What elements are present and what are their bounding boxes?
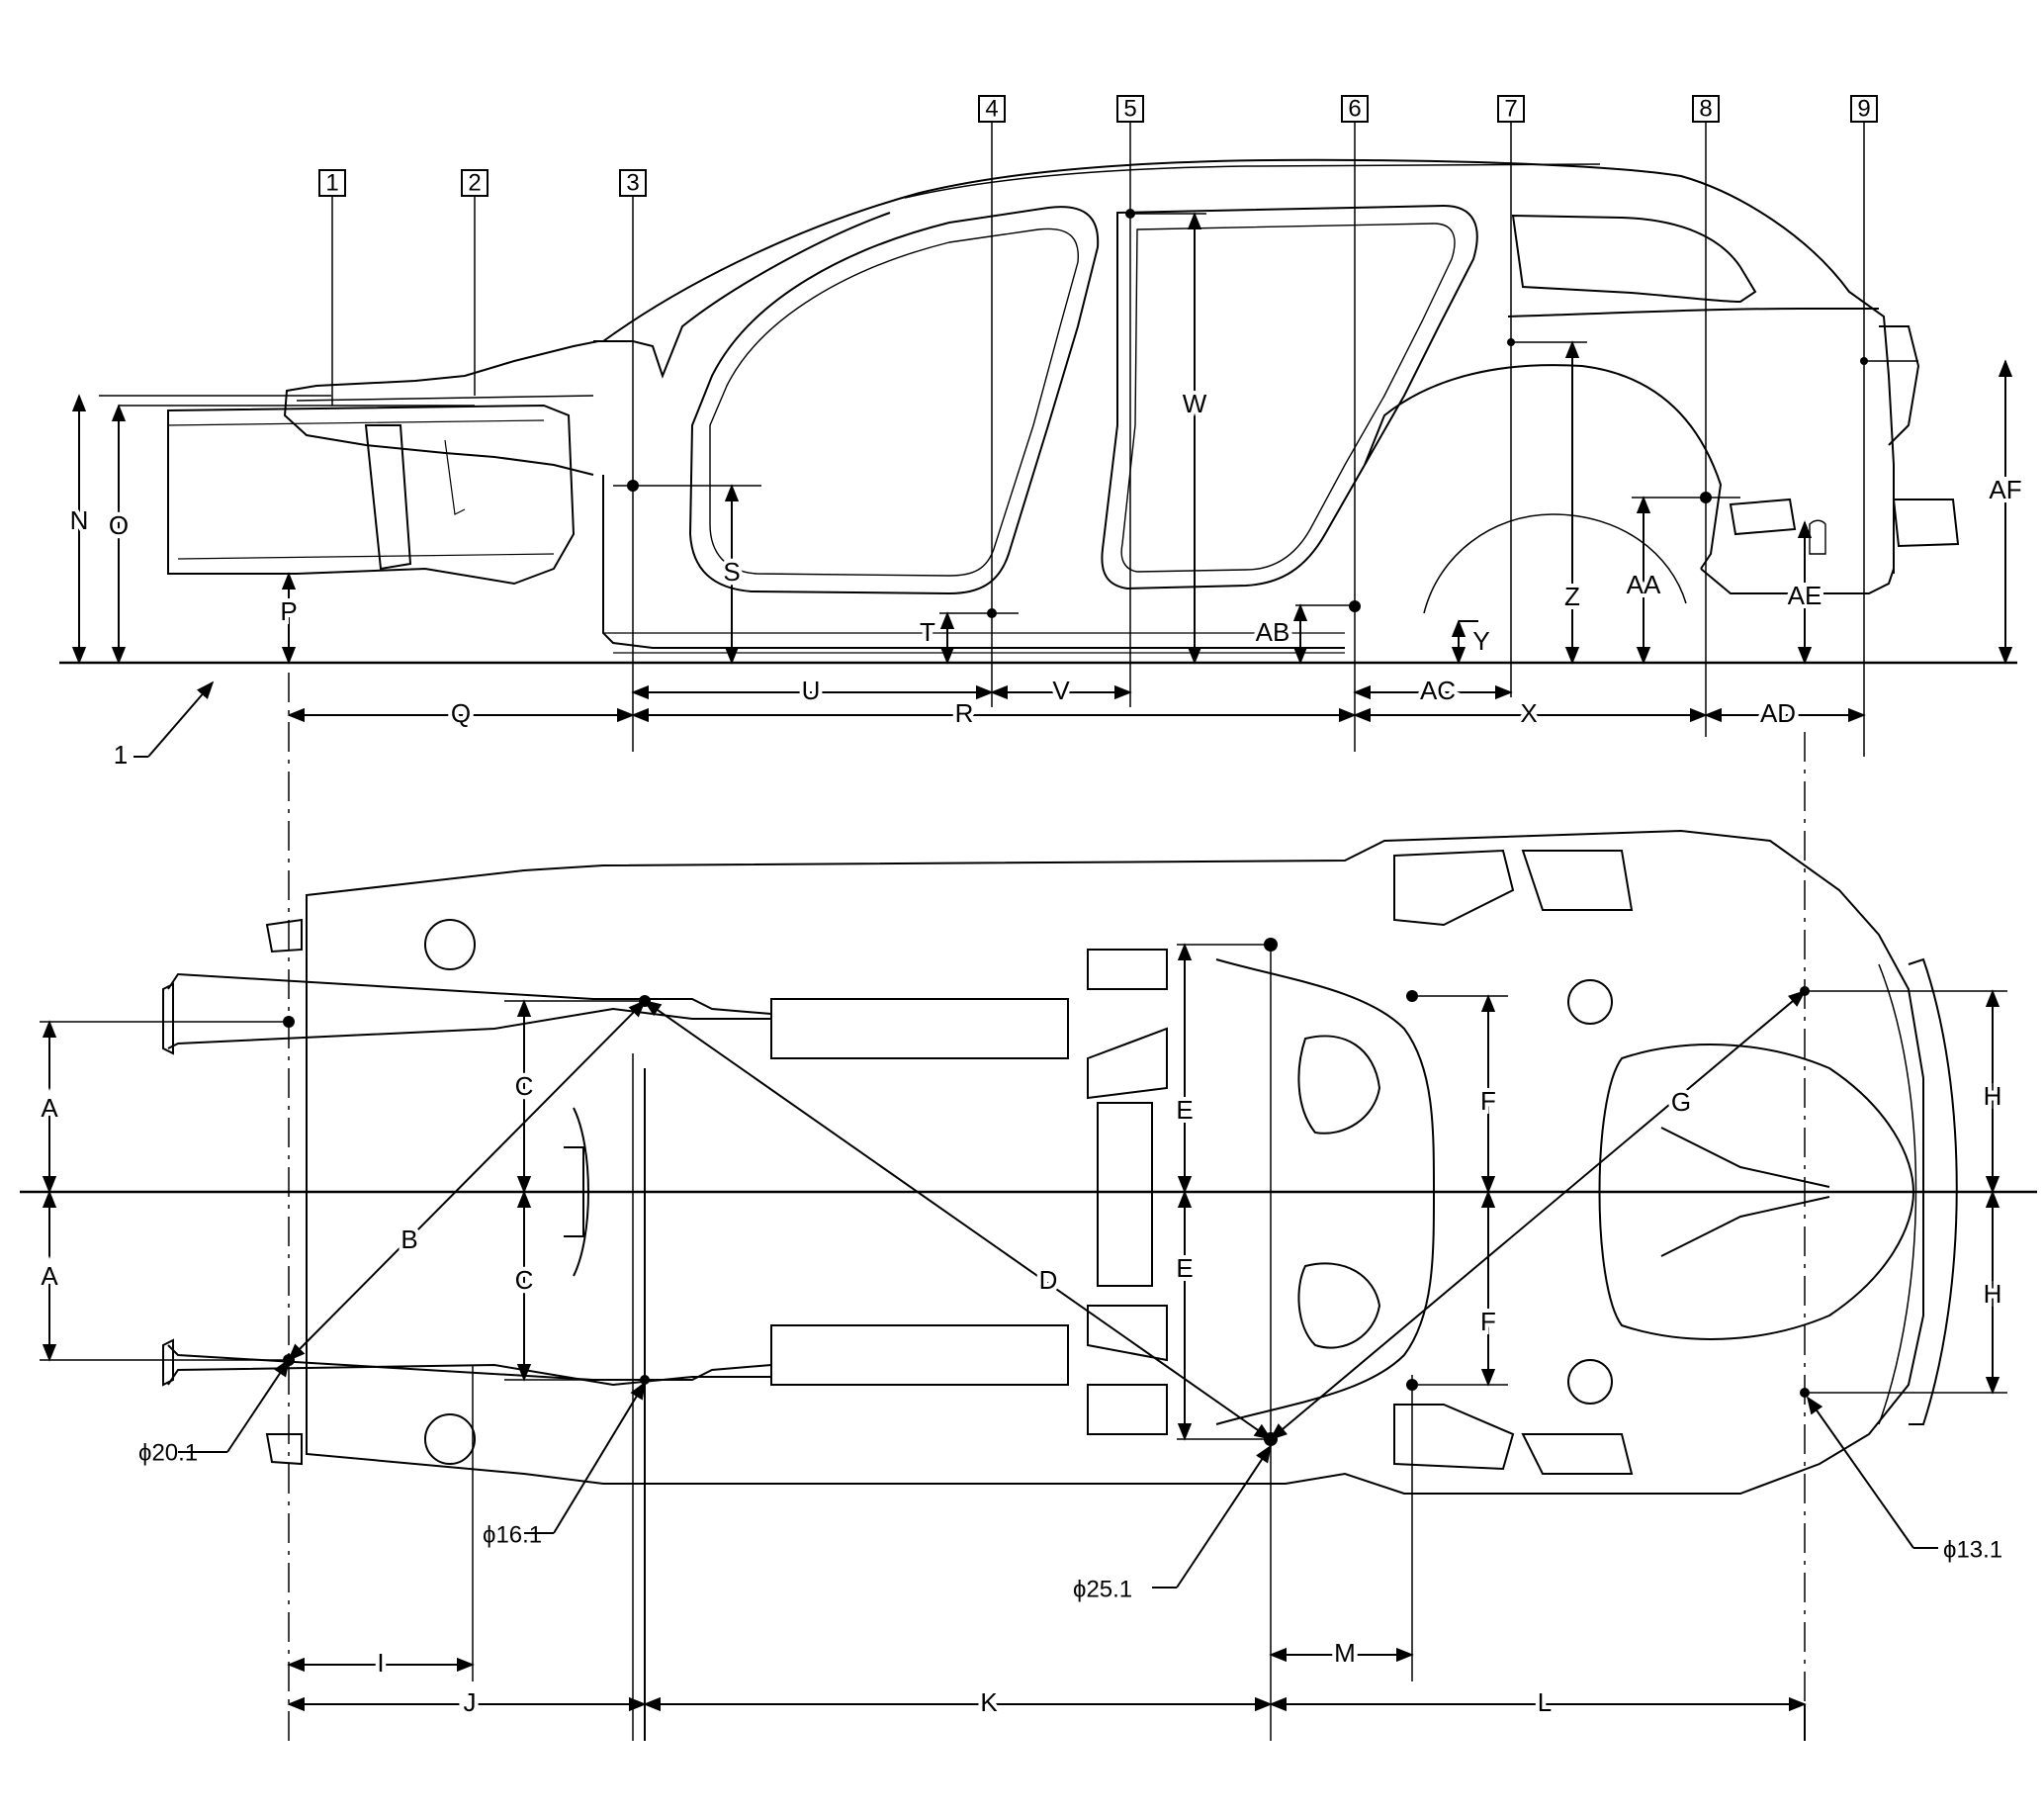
dim-label-E-top: E bbox=[1176, 1095, 1193, 1125]
dim-label-P: P bbox=[280, 596, 297, 626]
ref-box-6 bbox=[1341, 95, 1369, 123]
ref-box-3 bbox=[619, 169, 647, 197]
dim-label-AE: AE bbox=[1788, 581, 1822, 610]
point-leaders bbox=[40, 213, 2007, 1440]
ref-box-9-label: 9 bbox=[1857, 95, 1870, 122]
dim-label-M: M bbox=[1334, 1638, 1356, 1668]
datum-callout: 1 bbox=[114, 740, 128, 770]
ref-box-5-label: 5 bbox=[1123, 95, 1136, 122]
ref-box-2 bbox=[461, 169, 489, 197]
ref-box-6-label: 6 bbox=[1348, 95, 1361, 122]
dim-label-AA: AA bbox=[1627, 570, 1661, 599]
ref-box-5 bbox=[1116, 95, 1144, 123]
dim-label-J: J bbox=[464, 1687, 477, 1717]
dim-label-Y: Y bbox=[1472, 626, 1489, 656]
underbody-dimension-lines bbox=[42, 943, 2000, 1741]
dim-label-AC: AC bbox=[1420, 676, 1456, 705]
ref-box-2-label: 2 bbox=[468, 169, 481, 196]
dim-label-AB: AB bbox=[1256, 617, 1290, 647]
dim-label-AF: AF bbox=[1989, 475, 2021, 504]
dim-label-AD: AD bbox=[1760, 698, 1796, 728]
dim-label-H-bottom: H bbox=[1984, 1279, 2002, 1309]
dim-label-S: S bbox=[723, 557, 740, 587]
hole-size-second: ϕ16.1 bbox=[483, 1521, 542, 1548]
ref-box-4 bbox=[978, 95, 1006, 123]
dim-label-H-top: H bbox=[1984, 1081, 2002, 1111]
dim-label-X: X bbox=[1520, 698, 1537, 728]
dim-label-C-bottom: C bbox=[515, 1265, 534, 1295]
underbody-dimension-labels: A A B C C D E E F F G H H I J K L M bbox=[37, 1067, 2005, 1721]
measurement-points bbox=[283, 209, 1868, 1446]
dim-label-T: T bbox=[920, 617, 935, 647]
side-view-body bbox=[59, 158, 2017, 665]
reference-boxes bbox=[318, 95, 1878, 197]
underbody-outline bbox=[162, 829, 1958, 1495]
dim-label-C-top: C bbox=[515, 1071, 534, 1101]
dim-label-O: O bbox=[109, 510, 129, 540]
ref-box-1-label: 1 bbox=[325, 169, 338, 196]
dim-label-W: W bbox=[1183, 389, 1207, 418]
dim-label-F-bottom: F bbox=[1480, 1307, 1496, 1336]
dim-label-F-top: F bbox=[1480, 1086, 1496, 1116]
dim-label-A-bottom: A bbox=[41, 1261, 58, 1291]
ref-box-7 bbox=[1497, 95, 1525, 123]
hole-size-leaders bbox=[133, 681, 1938, 1589]
ref-box-1 bbox=[318, 169, 346, 197]
hole-size-center: ϕ25.1 bbox=[1073, 1576, 1132, 1602]
ref-box-8-label: 8 bbox=[1699, 95, 1712, 122]
dim-label-N: N bbox=[70, 505, 89, 535]
ref-box-8 bbox=[1692, 95, 1720, 123]
ref-box-9 bbox=[1850, 95, 1878, 123]
ref-box-7-label: 7 bbox=[1504, 95, 1517, 122]
dim-label-L: L bbox=[1538, 1687, 1552, 1717]
dim-label-G: G bbox=[1671, 1087, 1691, 1117]
dim-label-U: U bbox=[802, 676, 821, 705]
ref-box-3-label: 3 bbox=[626, 169, 639, 196]
hole-size-callouts: ϕ20.1 ϕ16.1 ϕ25.1 ϕ13.1 1 bbox=[114, 740, 2002, 1602]
dim-label-R: R bbox=[955, 698, 974, 728]
side-dimension-lines bbox=[71, 212, 2013, 723]
dim-label-Q: Q bbox=[451, 698, 471, 728]
dim-label-Z: Z bbox=[1564, 582, 1580, 611]
ref-box-4-label: 4 bbox=[985, 95, 998, 122]
centerlines bbox=[20, 114, 2037, 1741]
hole-size-rear: ϕ13.1 bbox=[1943, 1536, 2002, 1563]
dim-label-V: V bbox=[1052, 676, 1070, 705]
point-6 bbox=[1349, 600, 1361, 612]
dim-label-B: B bbox=[400, 1225, 417, 1254]
dim-label-A-top: A bbox=[41, 1093, 58, 1123]
dim-label-E-bottom: E bbox=[1176, 1253, 1193, 1283]
dim-label-K: K bbox=[980, 1687, 998, 1717]
side-dimension-labels: N O P Q R S T U V W X Y Z AA AB AC AD AE… bbox=[66, 385, 2026, 732]
dim-label-I: I bbox=[377, 1648, 384, 1678]
dim-label-D: D bbox=[1039, 1265, 1058, 1295]
hole-size-front: ϕ20.1 bbox=[138, 1439, 198, 1466]
reference-box-labels: 1 2 3 4 5 6 7 8 9 bbox=[325, 95, 1870, 196]
